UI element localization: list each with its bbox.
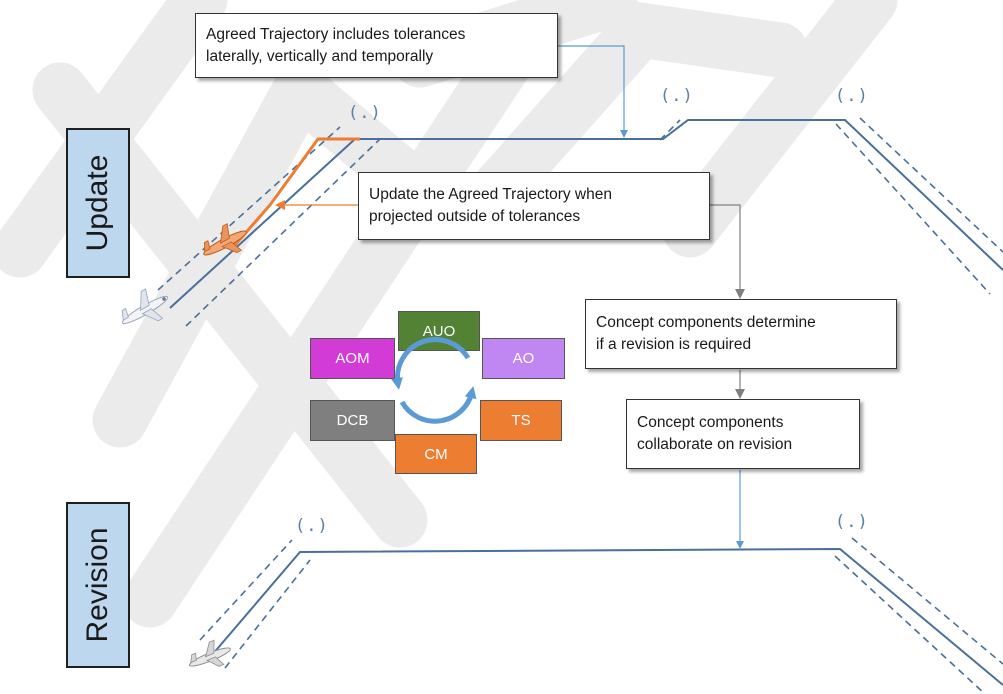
update-descent-tolerance-lower (835, 123, 991, 295)
update-lower-tolerance (185, 138, 381, 327)
callout-text-line: Concept components determine (596, 314, 816, 331)
revision-lower-tolerance-left (224, 559, 311, 669)
connector-agreed-trajectory (558, 45, 628, 138)
waypoint-marker: (.) (348, 103, 382, 123)
callout-text-line: collaborate on revision (637, 436, 793, 453)
component-ao: AO (482, 338, 565, 379)
waypoint-marker: (.) (295, 516, 329, 536)
revision-trajectory-line (211, 547, 1003, 686)
phase-label-update-text: Update (81, 154, 114, 252)
updated-trajectory-path (233, 137, 360, 246)
connector-update-to-determine (710, 204, 745, 299)
update-upper-tolerance (157, 126, 341, 291)
update-trajectory-line (169, 119, 1003, 309)
callout-text-line: if a revision is required (596, 336, 752, 353)
callout-agreed-trajectory: Agreed Trajectory includes tolerances la… (195, 13, 558, 78)
update-climb-tolerance (659, 119, 681, 141)
waypoint-marker: (.) (660, 86, 694, 106)
callout-text-line: Concept components (637, 414, 784, 431)
waypoint-marker: (.) (835, 86, 869, 106)
phase-label-update: Update (66, 128, 130, 278)
component-aom: AOM (310, 338, 395, 379)
revision-upper-tolerance-left (199, 539, 293, 641)
callout-determine-revision: Concept components determine if a revisi… (585, 299, 897, 369)
callout-text-line: Agreed Trajectory includes tolerances (206, 25, 466, 43)
callout-update-trajectory: Update the Agreed Trajectory when projec… (358, 172, 710, 240)
phase-label-revision: Revision (66, 502, 130, 668)
callout-text-line: projected outside of tolerances (369, 208, 581, 225)
airplane-icon (121, 288, 169, 325)
component-ts: TS (480, 400, 562, 441)
component-dcb: DCB (310, 400, 395, 441)
callout-text-line: laterally, vertically and temporally (206, 47, 434, 65)
update-agreed-trajectory (169, 119, 1003, 309)
component-auo: AUO (398, 311, 480, 351)
airplane-icon (203, 223, 247, 256)
revision-trajectory (211, 547, 1003, 686)
airplane-icon (189, 639, 231, 667)
update-descent-tolerance-upper (859, 117, 1003, 253)
revision-tolerance-bounds (199, 537, 1003, 694)
revision-lower-tolerance-right (834, 555, 986, 694)
update-tolerance-bounds (157, 117, 1003, 327)
component-cm: CM (395, 434, 477, 474)
phase-label-revision-text: Revision (81, 527, 114, 643)
callout-text-line: Update the Agreed Trajectory when (369, 186, 612, 203)
waypoint-marker: (.) (835, 512, 869, 532)
revision-upper-tolerance-right (851, 537, 1003, 665)
callout-collaborate-revision: Concept components collaborate on revisi… (626, 399, 860, 469)
